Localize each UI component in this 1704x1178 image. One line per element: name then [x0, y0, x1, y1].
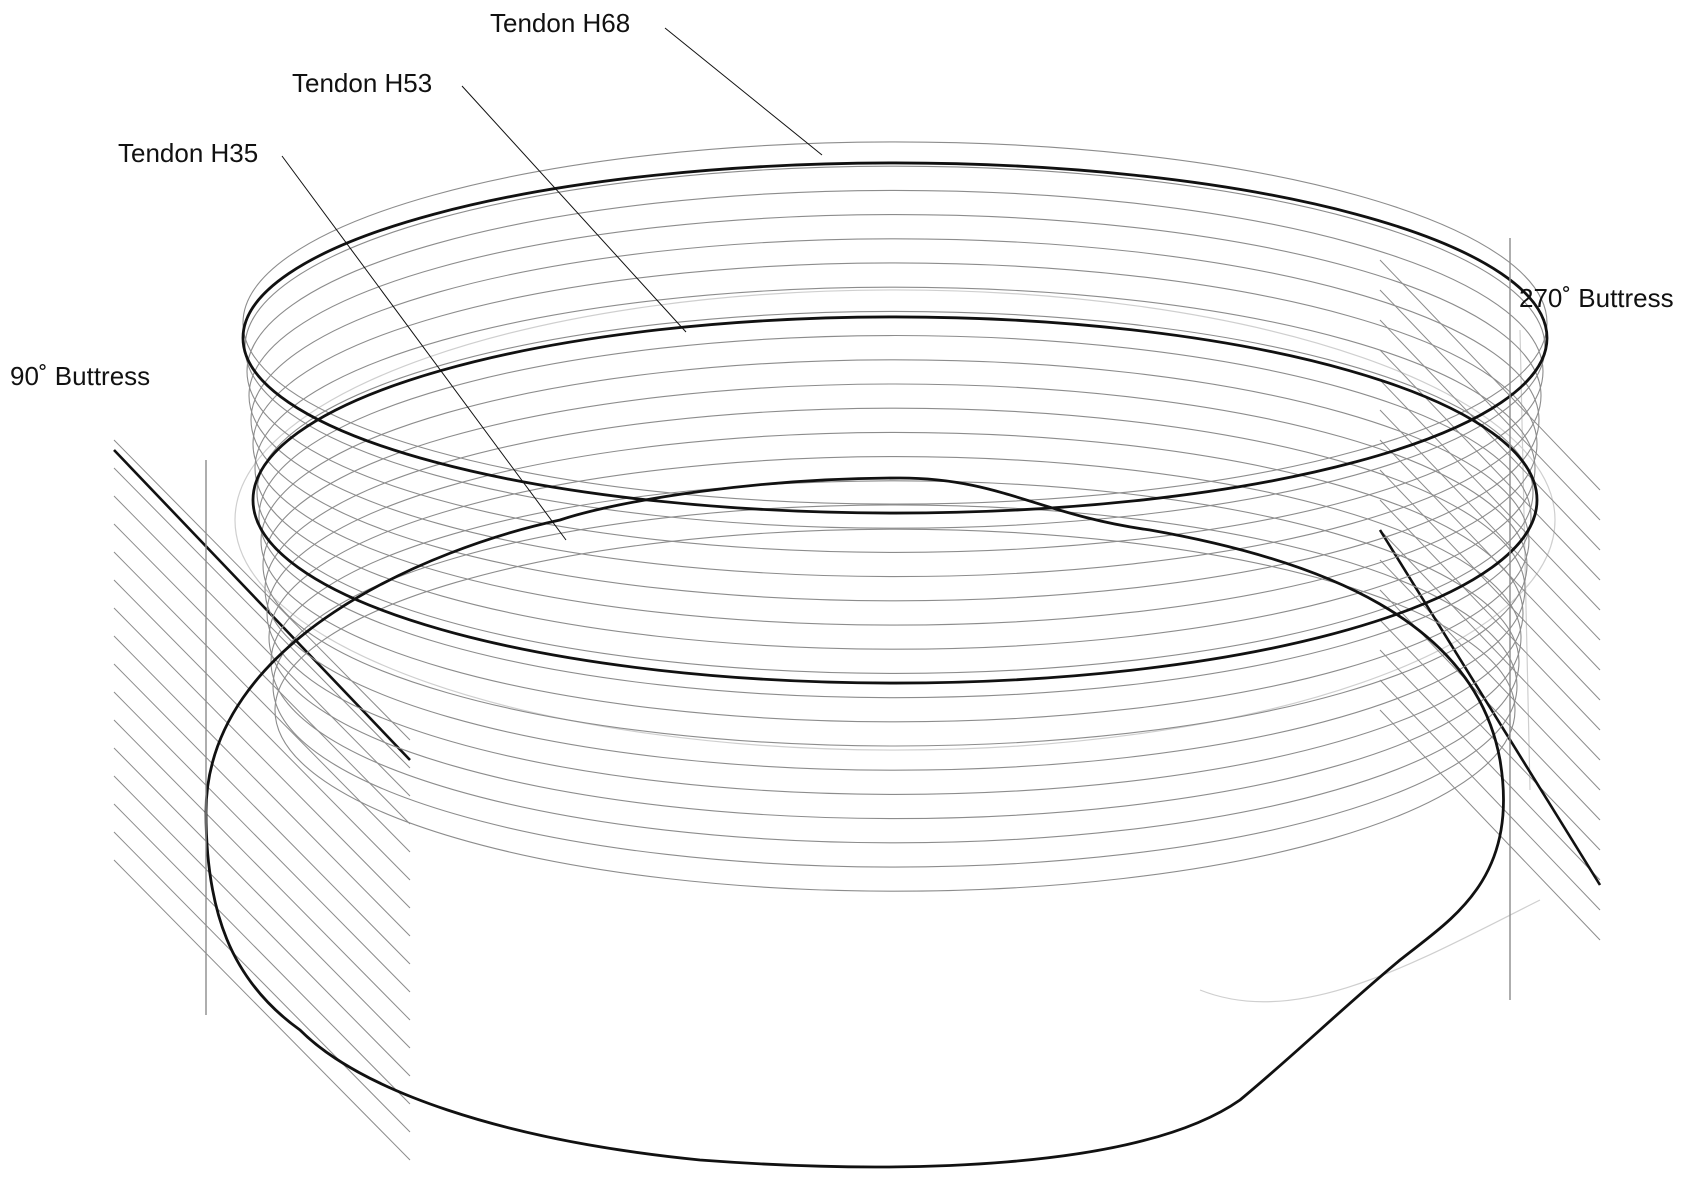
- hatch-line-right: [1379, 379, 1601, 611]
- tendon-ring: [274, 528, 1516, 892]
- tendon-h53-ring: [251, 315, 1539, 685]
- hatch-line-left: [113, 831, 411, 1133]
- tendon-ring: [268, 456, 1522, 820]
- leader-h53: [461, 85, 687, 333]
- hatch-line-right: [1379, 679, 1601, 911]
- buttress-verticals: [205, 238, 1511, 1015]
- tendon-ring: [264, 407, 1526, 771]
- tendon-ring: [244, 165, 1546, 529]
- leader-lines: [281, 27, 823, 541]
- hatch-line-left: [113, 719, 411, 1021]
- label-270-buttress: 270˚ Buttress: [1519, 283, 1674, 313]
- tendon-ring: [260, 359, 1530, 723]
- hatch-line-left: [113, 747, 411, 1049]
- tendon-ring: [248, 214, 1542, 578]
- tendon-ring: [254, 286, 1536, 650]
- hatch-line-right: [1379, 709, 1601, 941]
- tendon-rings: [242, 141, 1548, 892]
- label-tendon-h53: Tendon H53: [292, 68, 433, 98]
- tendon-h68-ring: [241, 161, 1549, 515]
- hatch-line-left: [113, 551, 411, 853]
- tendon-ring: [246, 189, 1544, 553]
- hatch-line-left: [113, 803, 411, 1105]
- label-tendon-h68: Tendon H68: [490, 8, 631, 38]
- highlighted-tendons: [204, 161, 1549, 1169]
- hatch-line-left: [113, 607, 411, 909]
- leader-h68: [664, 27, 823, 156]
- bold-diagonal-right: [1378, 529, 1602, 886]
- tendon-h35-ring: [204, 476, 1505, 1169]
- hatch-line-right: [1379, 349, 1601, 581]
- label-90-buttress: 90˚ Buttress: [10, 361, 151, 391]
- hatch-line-right: [1379, 559, 1601, 791]
- background-sketch: [234, 289, 1556, 1003]
- tendon-ring: [256, 310, 1534, 674]
- hatch-line-left: [113, 663, 411, 965]
- hatch-line-left: [113, 859, 411, 1161]
- hatch-line-left: [113, 439, 411, 741]
- hatch-line-right: [1379, 259, 1601, 491]
- leader-h35: [281, 155, 567, 541]
- hatch-line-right: [1379, 319, 1601, 551]
- hatch-line-right: [1379, 499, 1601, 731]
- hatch-line-left: [113, 775, 411, 1077]
- tendon-ring: [258, 335, 1532, 699]
- tendon-ring: [272, 504, 1518, 868]
- hatch-line-left: [113, 691, 411, 993]
- label-tendon-h35: Tendon H35: [118, 138, 259, 168]
- hatch-line-right: [1379, 469, 1601, 701]
- hatch-line-right: [1379, 289, 1601, 521]
- tendon-ring: [252, 262, 1538, 626]
- tendon-ring: [250, 238, 1540, 602]
- hatch-line-left: [113, 579, 411, 881]
- tendon-ring: [262, 383, 1528, 747]
- hatch-line-right: [1379, 649, 1601, 881]
- hatch-line-left: [113, 495, 411, 797]
- tendon-ring: [242, 141, 1548, 505]
- faint-sketch-ring: [234, 289, 1556, 751]
- hatch-line-right: [1379, 409, 1601, 641]
- tendon-ring: [270, 480, 1520, 844]
- buttress-hatch-lines: [113, 259, 1602, 1161]
- hatch-line-right: [1379, 619, 1601, 851]
- tendon-ring: [266, 431, 1524, 795]
- hatch-line-right: [1379, 529, 1601, 761]
- hatch-line-left: [113, 467, 411, 769]
- hatch-line-left: [113, 635, 411, 937]
